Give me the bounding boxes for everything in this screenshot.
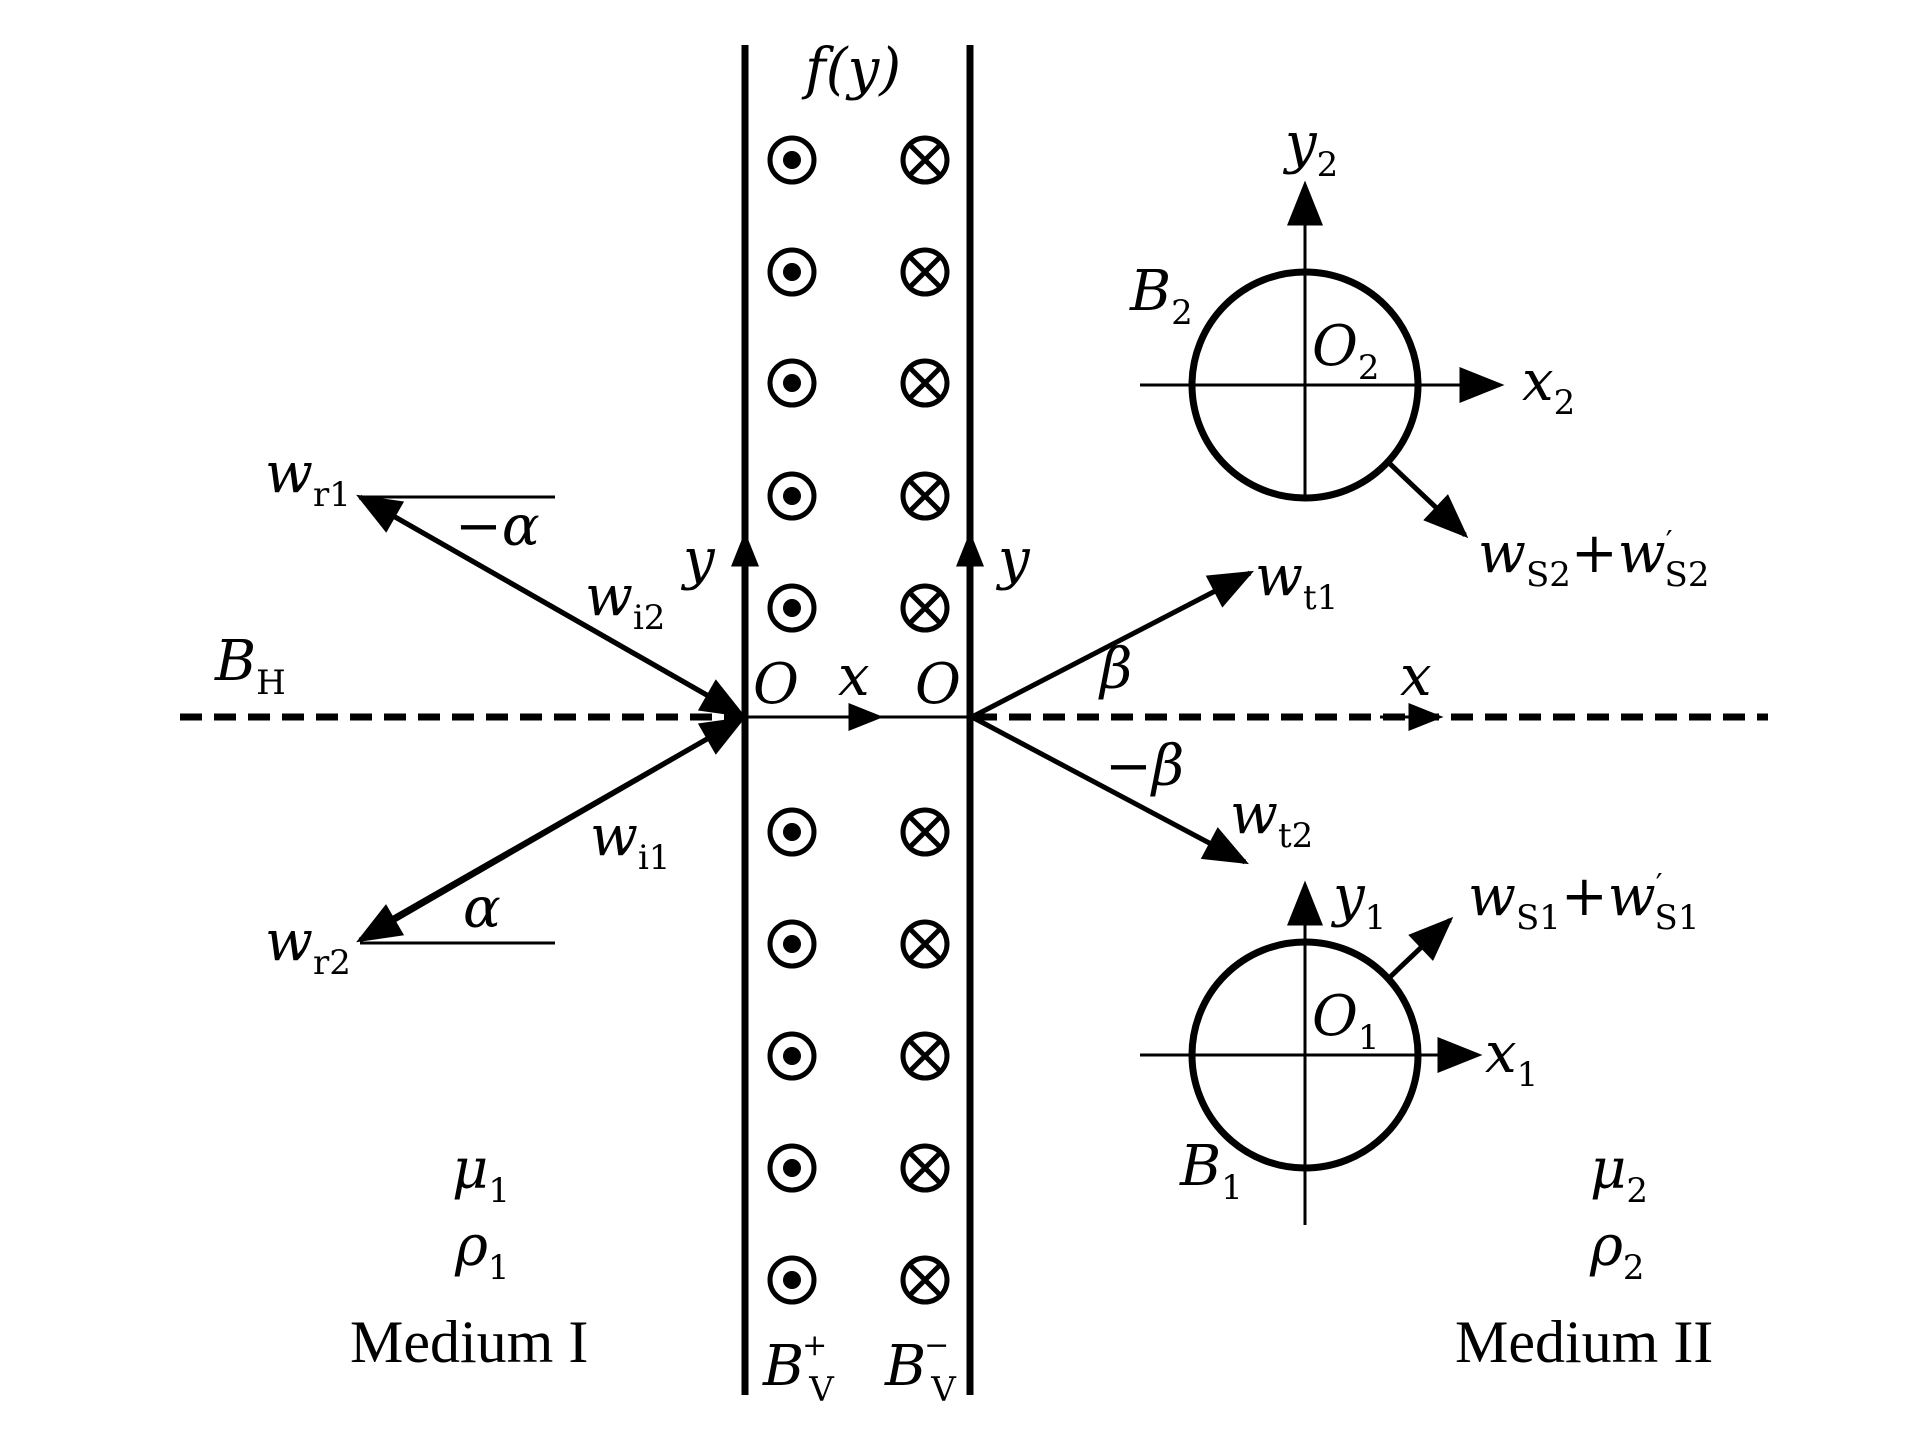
into-page-symbol [900, 358, 950, 408]
into-page-field-column [900, 135, 950, 1305]
out-of-page-symbol [767, 247, 817, 297]
alpha-label: α [463, 876, 501, 941]
x-mid-label: x [838, 644, 870, 709]
out-of-page-symbol [767, 135, 817, 185]
y-left-label: y [680, 527, 716, 592]
o1-label: O1 [1312, 984, 1380, 1058]
x1-label: x1 [1485, 1021, 1538, 1095]
o-right-label: O [915, 652, 961, 717]
x-right-label: x [1400, 644, 1432, 709]
out-of-page-symbol [767, 1143, 817, 1193]
into-page-symbol [900, 583, 950, 633]
medium-1-label: Medium I [350, 1309, 588, 1375]
out-of-page-symbol [767, 1031, 817, 1081]
bv-minus-label: B−V [884, 1328, 957, 1410]
w-r2-label: wr2 [265, 909, 351, 983]
o2-label: O2 [1312, 314, 1380, 388]
w-t2-vector [970, 714, 1249, 865]
mu2-label: μ2 [1590, 1137, 1648, 1211]
mu1-label: μ1 [452, 1137, 510, 1211]
y-right-label: y [995, 527, 1031, 592]
neg-alpha-label: −α [455, 494, 540, 559]
bh-label: BH [214, 629, 286, 703]
out-of-page-symbol [767, 583, 817, 633]
w-r1-label: wr1 [265, 441, 351, 515]
fy-label: f(y) [801, 37, 901, 102]
w-i1-label: wi1 [590, 804, 670, 878]
into-page-symbol [900, 919, 950, 969]
y2-label: y2 [1282, 111, 1338, 185]
neg-beta-label: −β [1105, 734, 1184, 799]
scatterer-b2 [1140, 180, 1505, 539]
into-page-symbol [900, 1031, 950, 1081]
out-of-page-symbol [767, 1255, 817, 1305]
w-i2-vector [388, 511, 746, 718]
bv-plus-label: B+V [762, 1328, 835, 1410]
medium-2-label: Medium II [1455, 1309, 1713, 1375]
beta-label: β [1098, 637, 1132, 702]
w-t2-label: wt2 [1230, 782, 1313, 856]
out-of-page-symbol [767, 919, 817, 969]
w-i2-label: wi2 [585, 564, 665, 638]
b2-label: B2 [1129, 259, 1193, 333]
out-of-page-field-column [767, 135, 817, 1305]
rho2-label: ρ2 [1589, 1214, 1645, 1288]
into-page-symbol [900, 807, 950, 857]
w-t1-vector [970, 570, 1254, 720]
ws2-label: wS2+w′S2 [1478, 521, 1709, 595]
ws1-label: wS1+w′S1 [1468, 864, 1699, 938]
o-left-label: O [753, 652, 799, 717]
out-of-page-symbol [767, 471, 817, 521]
y1-label: y1 [1330, 864, 1386, 938]
into-page-symbol [900, 1255, 950, 1305]
into-page-symbol [900, 247, 950, 297]
into-page-symbol [900, 471, 950, 521]
out-of-page-symbol [767, 358, 817, 408]
b1-label: B1 [1179, 1134, 1243, 1208]
scatterer-b1 [1140, 880, 1483, 1225]
w-r2-vector [356, 714, 747, 943]
x2-label: x2 [1522, 349, 1575, 423]
out-of-page-symbol [767, 807, 817, 857]
rho1-label: ρ1 [454, 1214, 510, 1288]
into-page-symbol [900, 1143, 950, 1193]
into-page-symbol [900, 135, 950, 185]
w-t1-label: wt1 [1255, 544, 1338, 618]
